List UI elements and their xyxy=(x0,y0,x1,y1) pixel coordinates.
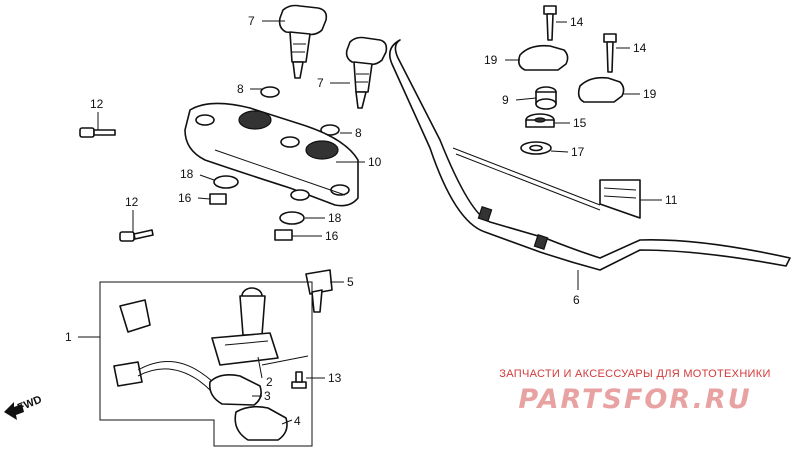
callout-19b: 19 xyxy=(643,87,657,101)
callout-11: 11 xyxy=(665,193,678,207)
ignition-switch-wire xyxy=(113,361,223,401)
steering-stem-nut xyxy=(525,113,555,128)
handlebar xyxy=(389,39,791,271)
upper-holder-cap-left xyxy=(518,44,569,71)
fwd-direction-marker: FWD xyxy=(4,394,44,420)
callout-6: 6 xyxy=(573,293,580,307)
callout-9: 9 xyxy=(502,93,509,107)
callout-14b: 14 xyxy=(633,41,647,55)
callout-2: 2 xyxy=(266,375,273,389)
stem-nut xyxy=(535,86,557,110)
callout-10: 10 xyxy=(368,155,382,169)
switch-lower-cover xyxy=(234,405,288,441)
callout-3: 3 xyxy=(264,389,271,403)
callout-8b: 8 xyxy=(355,126,362,140)
callout-7b: 7 xyxy=(317,76,324,90)
collar-right xyxy=(274,229,293,241)
callout-13: 13 xyxy=(328,371,342,385)
bolt-upper-left xyxy=(543,5,557,41)
switch-bolt xyxy=(291,371,307,389)
bolt-upper-right xyxy=(603,33,617,73)
callout-16a: 16 xyxy=(178,191,192,205)
callout-12a: 12 xyxy=(90,97,104,111)
callout-15: 15 xyxy=(573,116,587,130)
leader-lines xyxy=(78,20,662,425)
callout-12b: 12 xyxy=(125,195,139,209)
callout-17: 17 xyxy=(571,145,585,159)
ignition-key xyxy=(305,269,333,313)
cushion-rubber-right xyxy=(279,211,305,225)
collar-left xyxy=(209,193,227,205)
callout-4: 4 xyxy=(294,414,301,428)
callout-16b: 16 xyxy=(325,229,339,243)
callout-7a: 7 xyxy=(248,14,255,28)
washer-upper-left xyxy=(260,86,280,98)
upper-holder-cap-right xyxy=(577,76,625,103)
callout-1: 1 xyxy=(65,330,72,344)
watermark-logo: PARTSFOR.RU xyxy=(518,384,752,415)
callout-19a: 19 xyxy=(484,53,498,67)
ignition-switch-assembly-box xyxy=(99,281,313,447)
handlebar-upper-holder-left xyxy=(278,4,328,79)
handlebar-label-tag xyxy=(599,179,641,219)
flange-bolt-upper xyxy=(79,127,116,138)
top-bridge xyxy=(184,102,359,207)
flange-bolt-lower xyxy=(119,229,154,242)
callout-14a: 14 xyxy=(570,15,584,29)
cushion-rubber-left xyxy=(213,175,239,189)
callout-5: 5 xyxy=(347,275,354,289)
steering-stem-washer xyxy=(520,141,552,155)
ignition-switch xyxy=(119,287,279,366)
callout-18a: 18 xyxy=(180,167,194,181)
callout-18b: 18 xyxy=(328,211,342,225)
callout-8a: 8 xyxy=(237,82,244,96)
washer-upper-right xyxy=(320,124,340,136)
watermark-caption: ЗАПЧАСТИ И АКСЕССУАРЫ ДЛЯ МОТОТЕХНИКИ xyxy=(499,368,771,380)
fwd-label: FWD xyxy=(16,394,44,415)
switch-cover xyxy=(208,374,262,406)
fwd-arrow-icon xyxy=(4,402,24,420)
handlebar-upper-holder-right xyxy=(345,36,388,109)
